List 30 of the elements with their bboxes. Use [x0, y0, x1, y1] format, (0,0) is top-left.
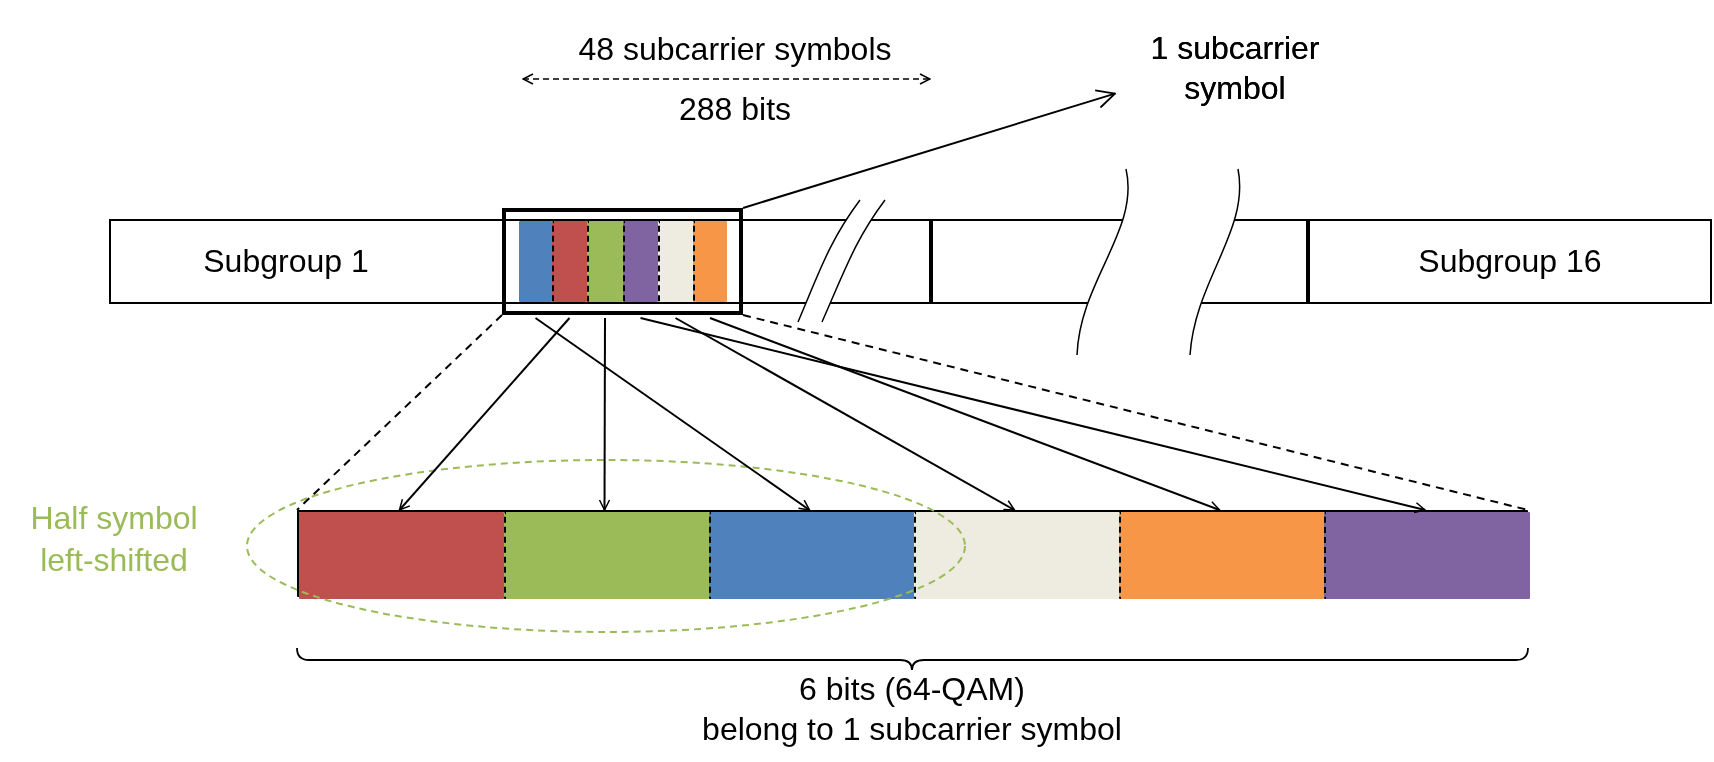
segment-label: Subgroup 1 [202, 242, 370, 281]
bit-segment [709, 512, 914, 599]
segment-label: Subgroup 16 [1417, 242, 1603, 281]
bit-segment [299, 512, 504, 599]
callout-text: 1 subcarrier symbol [1149, 29, 1321, 108]
bit-segment [914, 512, 1119, 599]
subgroup-segment [1308, 219, 1712, 304]
highlight-box [502, 208, 743, 315]
arrow [639, 317, 1426, 514]
arrow [709, 317, 1221, 512]
annotation-text: Half symbol left-shifted [29, 499, 199, 580]
symbol-bar [552, 221, 587, 302]
symbol-bar [623, 221, 658, 302]
symbol-bar [519, 221, 552, 302]
symbol-bar [587, 221, 623, 302]
symbol-bar [658, 221, 693, 302]
bracket-text: 6 bits (64-QAM) [798, 670, 1026, 709]
arrow [398, 317, 571, 511]
bit-segment [1324, 512, 1530, 599]
bracket-text: belong to 1 subcarrier symbol [701, 710, 1123, 749]
dimension-text: 288 bits [677, 90, 793, 129]
arrow [598, 317, 611, 511]
arrow [742, 89, 1116, 209]
bit-bar [297, 510, 1528, 597]
bit-segment [504, 512, 709, 599]
symbol-bar [693, 221, 727, 302]
bit-segment [1119, 512, 1324, 599]
arrow [534, 317, 811, 511]
dimension-text: 48 subcarrier symbols [577, 30, 893, 69]
arrow [674, 317, 1016, 511]
